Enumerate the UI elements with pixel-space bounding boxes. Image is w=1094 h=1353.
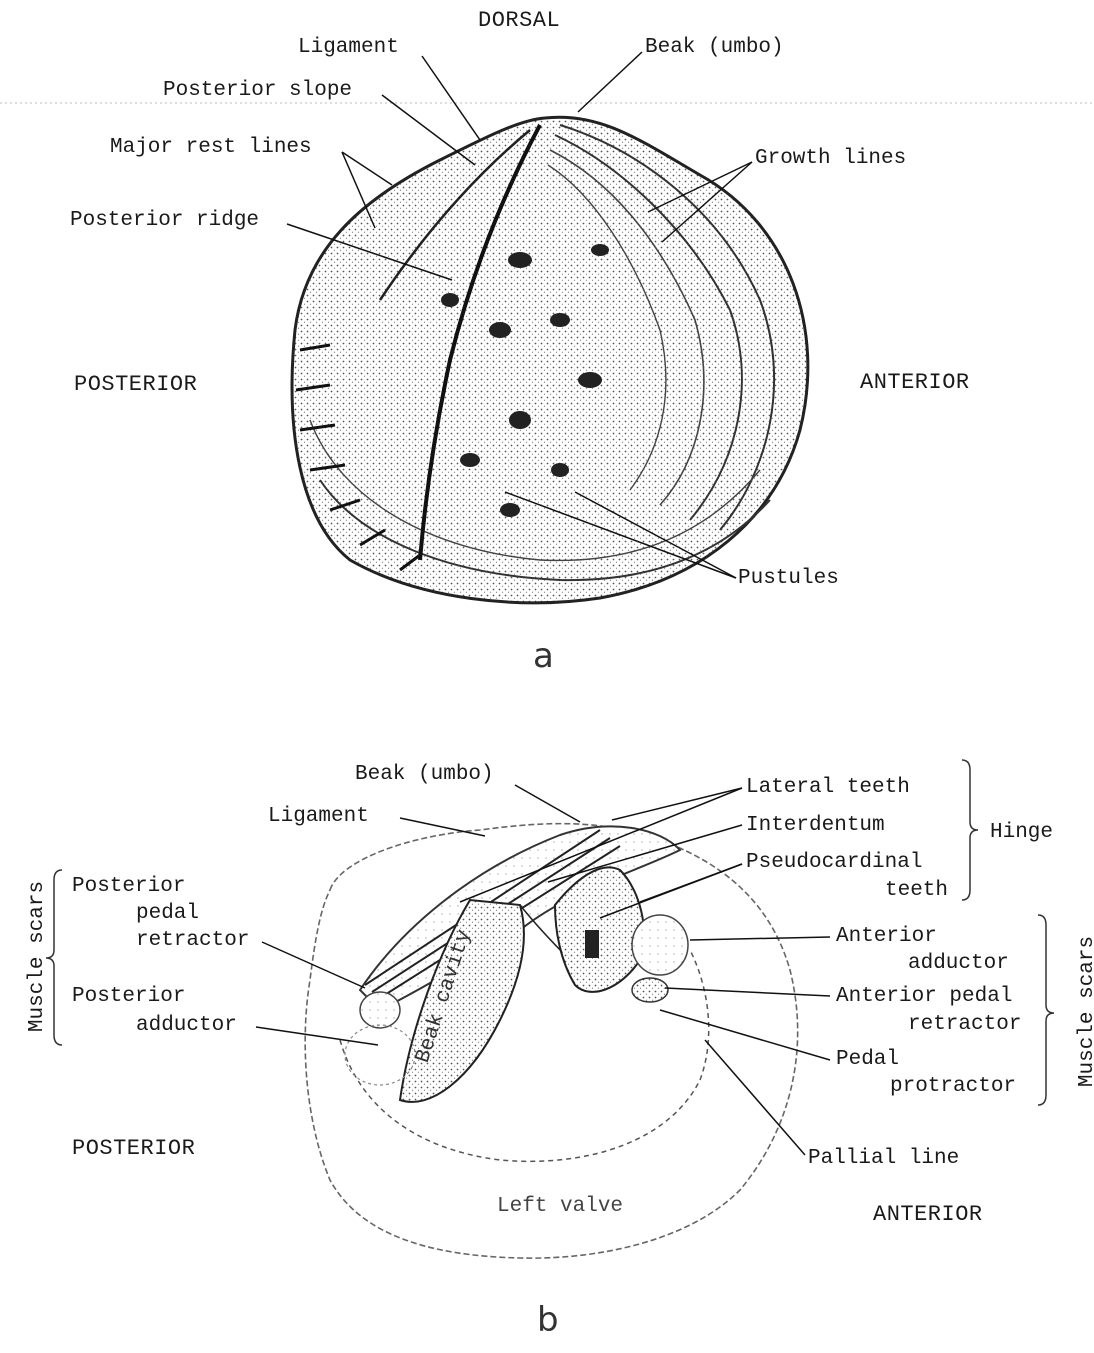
major-rest-lines-label: Major rest lines	[110, 137, 312, 158]
pedal-protractor-line2: protractor	[890, 1076, 1016, 1097]
pustules-label: Pustules	[738, 568, 839, 589]
pallial-line-label: Pallial line	[808, 1148, 959, 1169]
left-valve-label: Left valve	[497, 1196, 623, 1217]
muscle-scars-brace-right	[1038, 915, 1054, 1105]
anterior-pedal-retractor-line1: Anterior pedal	[836, 986, 1012, 1007]
posterior-adductor-line1: Posterior	[72, 986, 185, 1007]
posterior-slope-label: Posterior slope	[163, 80, 352, 101]
pedal-protractor-line1: Pedal	[836, 1049, 899, 1070]
panel-b-letter: b	[537, 1300, 559, 1340]
anterior-adductor-line1: Anterior	[836, 926, 937, 947]
lateral-teeth-label: Lateral teeth	[746, 777, 910, 798]
posterior-pedal-retractor-line3: retractor	[136, 930, 249, 951]
muscle-scars-label-right: Muscle scars	[1076, 936, 1094, 1087]
posterior-ridge-label: Posterior ridge	[70, 210, 259, 231]
anterior-label-a: ANTERIOR	[860, 372, 970, 394]
interdentum-label: Interdentum	[746, 815, 885, 836]
posterior-label-a: POSTERIOR	[74, 374, 197, 396]
pseudocardinal-label-line2: teeth	[885, 880, 948, 901]
ligament-label-b: Ligament	[268, 806, 369, 827]
posterior-adductor-line2: adductor	[136, 1015, 237, 1036]
panel-a-letter: a	[533, 636, 554, 676]
posterior-pedal-retractor-line1: Posterior	[72, 876, 185, 897]
ligament-label-a: Ligament	[298, 37, 399, 58]
posterior-label-b: POSTERIOR	[72, 1138, 195, 1160]
hinge-brace	[962, 760, 978, 900]
beak-label-a: Beak (umbo)	[645, 37, 784, 58]
anterior-adductor-line2: adductor	[908, 953, 1009, 974]
growth-lines-label: Growth lines	[755, 148, 906, 169]
shell-exterior-drawing	[292, 117, 808, 603]
hinge-label: Hinge	[990, 822, 1053, 843]
posterior-pedal-retractor-line2: pedal	[136, 903, 199, 924]
anterior-pedal-retractor-line2: retractor	[908, 1014, 1021, 1035]
pseudocardinal-label-line1: Pseudocardinal	[746, 852, 922, 873]
muscle-scars-label-left: Muscle scars	[26, 881, 49, 1032]
dorsal-label: DORSAL	[478, 10, 560, 32]
panel-b-leader-lines	[256, 785, 830, 1155]
shell-interior-drawing	[305, 824, 797, 1259]
anterior-label-b: ANTERIOR	[873, 1204, 983, 1226]
beak-label-b: Beak (umbo)	[355, 764, 494, 785]
